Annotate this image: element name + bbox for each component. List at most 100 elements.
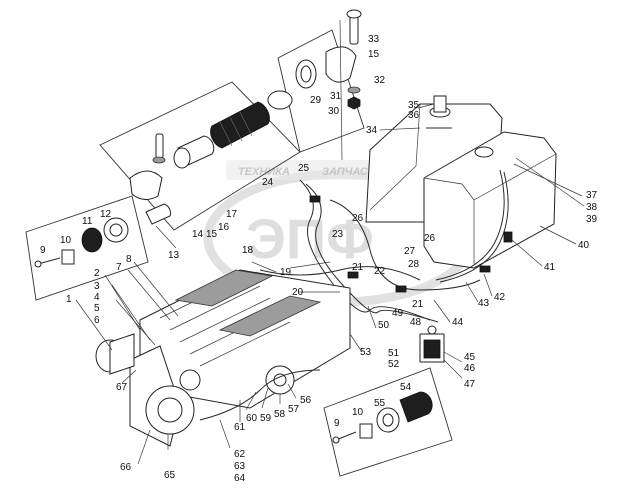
callout-6: 6 <box>94 315 100 326</box>
callout-27: 27 <box>404 246 416 257</box>
callout-38: 38 <box>586 202 598 213</box>
watermark-letters: ЭПФ <box>246 207 374 270</box>
panel-fitting-left <box>25 195 149 301</box>
callout-53: 53 <box>360 347 372 358</box>
callout-54: 54 <box>400 382 412 393</box>
bolt-14 <box>155 133 164 159</box>
callout-51: 51 <box>388 348 400 359</box>
callout-67: 67 <box>116 382 128 393</box>
callout-15-top: 15 <box>368 49 380 60</box>
callout-24: 24 <box>262 177 274 188</box>
callout-41: 41 <box>544 262 556 273</box>
callout-13: 13 <box>168 250 180 261</box>
callout-10: 10 <box>60 235 72 246</box>
callout-50: 50 <box>378 320 390 331</box>
clamp-32 <box>325 46 357 83</box>
callout-22: 22 <box>374 266 386 277</box>
callout-42: 42 <box>494 292 506 303</box>
callout-30: 30 <box>328 106 340 117</box>
fuel-line-return <box>329 199 481 291</box>
fuel-tanks <box>365 95 557 269</box>
fitting-21 <box>347 271 359 279</box>
clip-10-bottom <box>359 423 373 439</box>
clamp-13 <box>129 170 163 200</box>
panel-fitting-bottom <box>323 367 453 477</box>
callout-29: 29 <box>310 95 322 106</box>
hose-end-right <box>267 90 293 110</box>
fitting-assembly-bottom <box>332 391 433 444</box>
fuel-line-tank <box>435 169 505 281</box>
callout-47: 47 <box>464 379 476 390</box>
callout-59: 59 <box>260 413 272 424</box>
fuel-line-main <box>299 179 431 321</box>
callout-28: 28 <box>408 259 420 270</box>
callout-37: 37 <box>586 190 598 201</box>
clamp-assembly-top <box>295 9 362 161</box>
callout-21-lower: 21 <box>412 299 424 310</box>
callout-40: 40 <box>578 240 590 251</box>
callout-2: 2 <box>94 268 100 279</box>
callout-36: 36 <box>408 110 420 121</box>
fuel-tank-lower <box>423 131 557 269</box>
callout-66: 66 <box>120 462 132 473</box>
callout-57: 57 <box>288 404 300 415</box>
callout-26-left: 26 <box>352 213 364 224</box>
callout-55: 55 <box>374 398 386 409</box>
callout-11: 11 <box>82 216 93 227</box>
callout-63: 63 <box>234 461 246 472</box>
sleeve-11 <box>81 227 103 253</box>
callout-7: 7 <box>116 262 122 273</box>
callout-65: 65 <box>164 470 176 481</box>
callout-19: 19 <box>280 267 292 278</box>
callout-20: 20 <box>292 287 304 298</box>
callout-5: 5 <box>94 303 100 314</box>
callout-52: 52 <box>388 359 400 370</box>
callout-32: 32 <box>374 75 386 86</box>
callout-25: 25 <box>298 163 310 174</box>
washer-31 <box>347 86 361 94</box>
panel-hose-clamp <box>99 81 301 231</box>
screw-9-bottom <box>335 431 357 441</box>
callout-60: 60 <box>246 413 258 424</box>
callout-9-bottom: 9 <box>334 418 340 429</box>
callout-34: 34 <box>366 125 378 136</box>
engine-assembly <box>95 269 351 447</box>
filler-neck-41 <box>474 146 494 158</box>
callout-1: 1 <box>66 294 72 305</box>
hose-clamp-assembly <box>129 90 293 249</box>
watermark-banner-left: ТЕХНИКА <box>238 166 290 178</box>
sleeve-15 <box>145 203 172 225</box>
callout-45: 45 <box>464 352 476 363</box>
callout-44: 44 <box>452 317 464 328</box>
watermark-banner-right: ЗАПЧАСТИ <box>322 166 383 178</box>
callout-16: 16 <box>218 222 230 233</box>
detail-panels <box>25 29 453 477</box>
nut-30 <box>347 96 361 110</box>
callout-56: 56 <box>300 395 312 406</box>
callout-35: 35 <box>408 100 420 111</box>
panel-clamp-top <box>277 29 365 153</box>
callout-43: 43 <box>478 298 490 309</box>
callout-4: 4 <box>94 292 100 303</box>
callout-10-bottom: 10 <box>352 407 364 418</box>
callout-31: 31 <box>330 91 342 102</box>
clip-10 <box>61 249 75 265</box>
callout-14: 14 <box>192 229 204 240</box>
callout-labels: 1 2 3 4 5 6 7 8 9 10 11 12 13 14 15 16 1… <box>40 34 598 484</box>
callout-58: 58 <box>274 409 286 420</box>
fitting-42 <box>479 265 491 273</box>
callout-61: 61 <box>234 422 246 433</box>
callout-64: 64 <box>234 473 246 484</box>
callout-18: 18 <box>242 245 254 256</box>
fitting-49 <box>395 285 407 293</box>
corrugated-hose <box>210 101 270 149</box>
screw-9 <box>37 257 61 265</box>
callout-48: 48 <box>410 317 422 328</box>
fitting-assembly-left <box>34 217 129 268</box>
callout-21-upper: 21 <box>352 262 364 273</box>
callout-33: 33 <box>368 34 380 45</box>
intake-manifold <box>174 269 274 307</box>
callout-9: 9 <box>40 245 46 256</box>
